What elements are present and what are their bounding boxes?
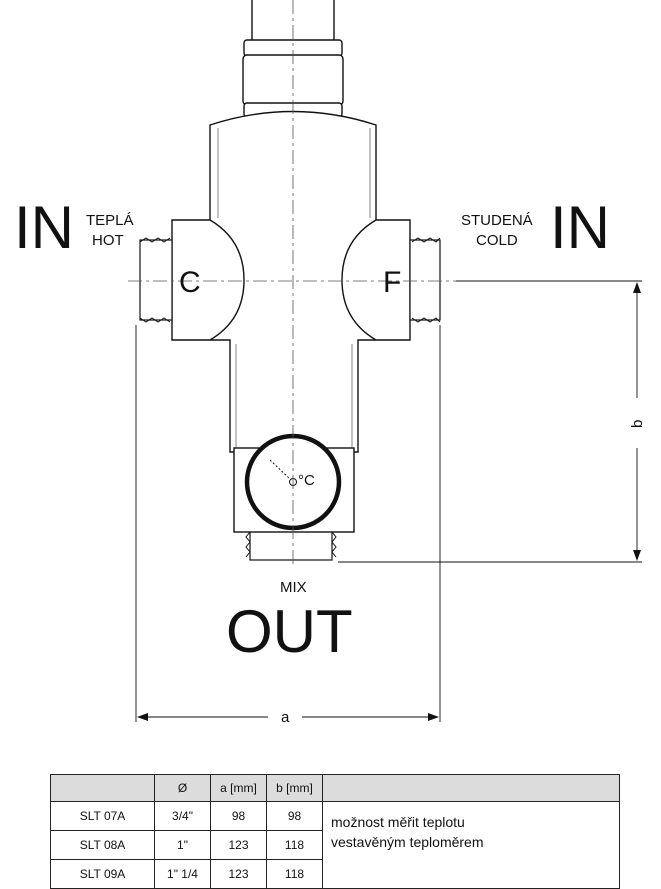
cell-a: 123 [210,830,267,860]
cell-a: 98 [210,801,267,831]
cell-model: SLT 09A [50,859,155,889]
header-note [322,774,620,802]
header-diameter: Ø [154,774,211,802]
note-line-2: vestavěným teploměrem [331,834,484,850]
header-b: b [mm] [266,774,323,802]
note-line-1: možnost měřit teplotu [331,814,465,830]
outlet-thread [249,529,333,561]
hot-port-bulge [209,219,245,341]
hot-label-en: HOT [92,232,124,249]
cold-inlet-thread [409,239,441,321]
cold-label-cz: STUDENÁ [461,212,533,229]
header-model [50,774,155,802]
cell-b: 118 [266,859,323,889]
cell-b: 118 [266,830,323,860]
header-a: a [mm] [210,774,267,802]
in-left-label: IN [14,194,74,261]
hot-port-letter: C [179,266,201,299]
hot-inlet-thread [139,239,173,321]
out-label: OUT [226,598,353,665]
dimension-b-arrow-top [633,282,641,293]
thermometer-needle [269,459,292,481]
in-right-label: IN [550,194,610,261]
cell-model: SLT 07A [50,801,155,831]
note-cell: možnost měřit teplotu vestavěným teplomě… [322,801,620,889]
cell-diameter: 1" [154,830,211,860]
cell-model: SLT 08A [50,830,155,860]
valve-body [171,110,411,453]
cell-diameter: 1" 1/4 [154,859,211,889]
thermometer-unit: °C [298,472,315,489]
table-header-row: Ø a [mm] b [mm] [50,774,620,802]
dimension-a-label: a [281,709,290,726]
mix-label: MIX [280,579,307,596]
table-row: SLT 07A 3/4" 98 98 možnost měřit teplotu… [50,801,620,889]
cold-label-en: COLD [476,232,518,249]
dimension-b-arrow-bottom [633,550,641,561]
cell-diameter: 3/4" [154,801,211,831]
dimension-b-label: b [629,420,646,428]
cold-port-bulge [341,219,377,341]
cold-port-letter: F [383,266,401,299]
hot-label-cz: TEPLÁ [86,212,134,229]
cell-a: 123 [210,859,267,889]
dimension-a-arrow-right [428,713,439,721]
dimension-a-arrow-left [137,713,148,721]
cell-b: 98 [266,801,323,831]
spec-table: Ø a [mm] b [mm] SLT 07A 3/4" 98 98 možno… [50,774,620,889]
